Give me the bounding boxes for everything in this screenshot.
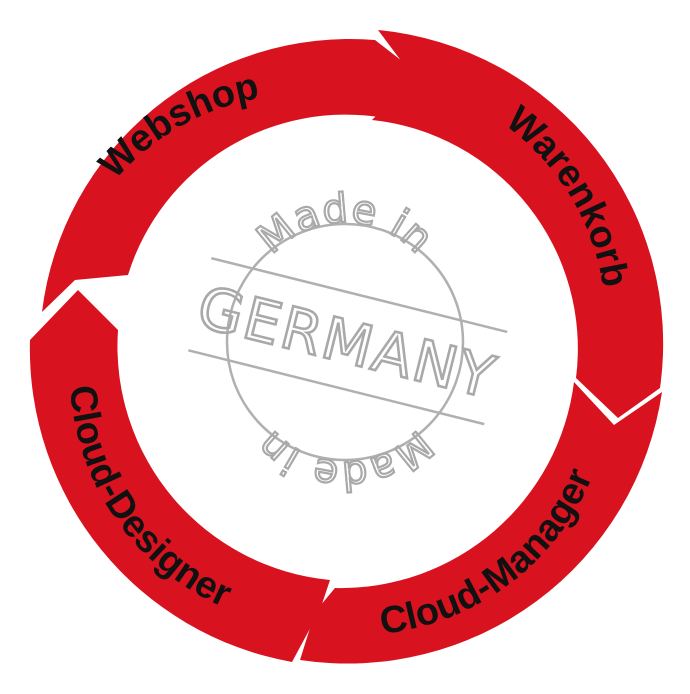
segment-webshop — [42, 38, 420, 312]
stamp-banner: GERMANY — [188, 256, 508, 426]
segment-cloud-designer — [29, 290, 330, 662]
stamp-banner-top-line — [211, 256, 508, 334]
stamp-top-text: Made in — [249, 186, 443, 263]
stamp-outer-circle — [225, 222, 465, 462]
stamp-top-textpath: Made in — [247, 184, 442, 263]
stamp-bottom-textpath: Made in — [247, 420, 443, 499]
stamp-bottom-text: Made in — [248, 421, 442, 498]
made-in-germany-stamp: Made in GERMANY Made in — [188, 184, 508, 500]
cycle-ring — [29, 30, 664, 664]
stamp-banner-bottom-line — [188, 349, 485, 426]
segment-warenkorb — [372, 30, 664, 418]
segment-cloud-manager — [300, 382, 662, 664]
